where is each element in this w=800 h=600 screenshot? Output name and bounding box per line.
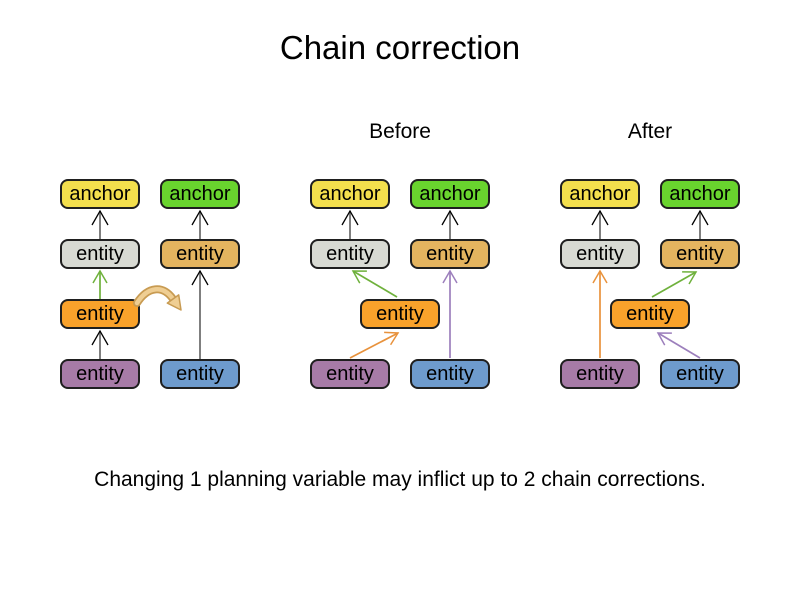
node-entity: entity [610, 299, 690, 329]
node-entity: entity [360, 299, 440, 329]
node-entity: entity [310, 239, 390, 269]
node-entity: entity [410, 359, 490, 389]
node-anchor: anchor [160, 179, 240, 209]
move-arrow-head [166, 294, 182, 311]
node-anchor: anchor [560, 179, 640, 209]
arrow-blue-entity-to-orange-entity [656, 332, 701, 359]
caption-text: Changing 1 planning variable may inflict… [94, 468, 706, 491]
page-title: Chain correction [279, 29, 521, 66]
node-entity: entity [160, 359, 240, 389]
node-entity: entity [560, 239, 640, 269]
move-arrow-body [134, 287, 176, 306]
node-anchor: anchor [410, 179, 490, 209]
node-entity: entity [160, 239, 240, 269]
node-entity: entity [410, 239, 490, 269]
node-anchor: anchor [60, 179, 140, 209]
arrow-orange-entity-to-tan-entity [651, 271, 698, 298]
node-anchor: anchor [310, 179, 390, 209]
move-arrow-outline [133, 285, 177, 307]
after-label: After [627, 120, 673, 143]
node-entity: entity [60, 299, 140, 329]
node-entity: entity [660, 239, 740, 269]
node-anchor: anchor [660, 179, 740, 209]
arrow-orange-entity-to-gray-entity [351, 270, 398, 298]
node-entity: entity [60, 359, 140, 389]
before-label: Before [369, 120, 431, 143]
node-entity: entity [310, 359, 390, 389]
node-entity: entity [560, 359, 640, 389]
node-entity: entity [60, 239, 140, 269]
node-entity: entity [660, 359, 740, 389]
arrow-purple-entity-to-orange-entity [349, 331, 400, 359]
move-arrow [133, 285, 182, 311]
